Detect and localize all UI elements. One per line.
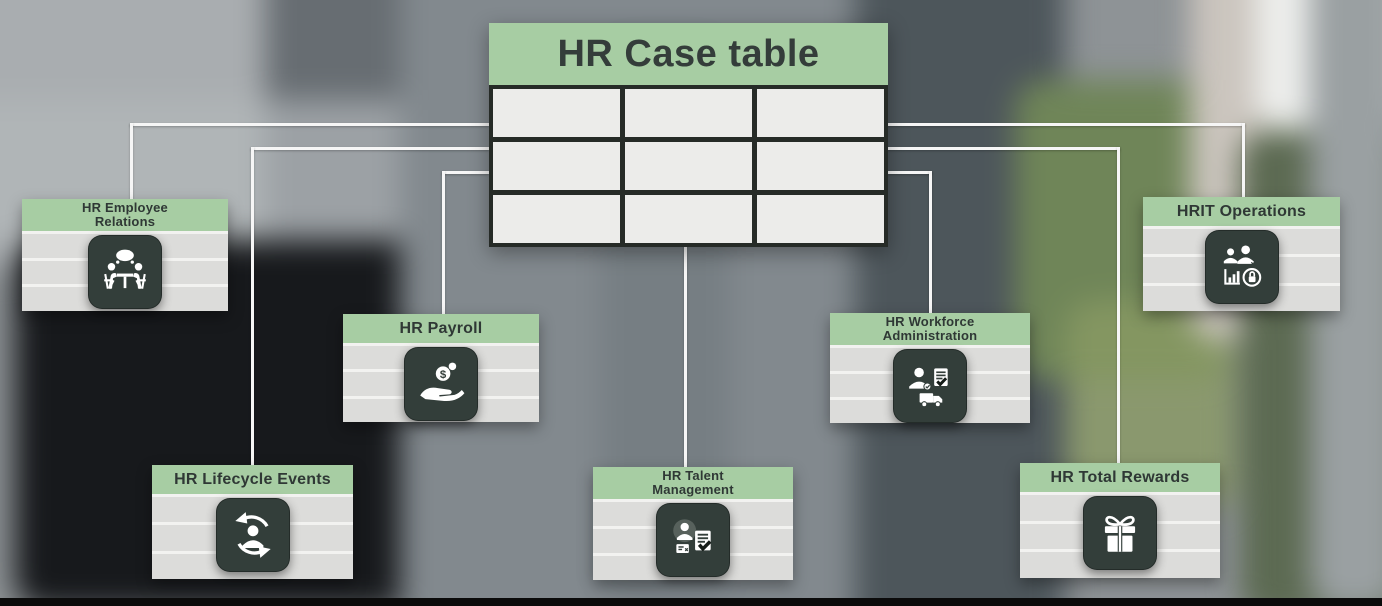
module-label: HR Talent Management	[652, 467, 734, 497]
connector-employee-relations	[130, 123, 489, 126]
module-header: HR Workforce Administration	[830, 313, 1030, 345]
module-hr-workforce-administration: HR Workforce Administration	[830, 313, 1030, 423]
workforce-person-doc-truck-icon	[893, 349, 967, 423]
case-table-cell	[757, 195, 884, 243]
employee-relations-icon	[88, 235, 162, 309]
module-label: HR Payroll	[399, 319, 483, 337]
module-header: HRIT Operations	[1143, 197, 1340, 226]
connector-talent-management	[684, 238, 687, 467]
gift-icon	[1083, 496, 1157, 570]
module-header: HR Lifecycle Events	[152, 465, 353, 494]
case-table-cell	[757, 89, 884, 137]
module-label: HR Lifecycle Events	[174, 470, 331, 488]
case-table-cell	[493, 195, 620, 243]
module-hr-lifecycle-events: HR Lifecycle Events	[152, 465, 353, 579]
case-table-cell	[757, 142, 884, 190]
module-hr-talent-management: HR Talent Management	[593, 467, 793, 580]
connector-workforce-admin	[929, 171, 932, 313]
connector-workforce-admin	[888, 171, 932, 174]
svg-text:$: $	[440, 369, 447, 381]
module-hrit-operations: HRIT Operations	[1143, 197, 1340, 311]
talent-profile-document-icon	[656, 503, 730, 577]
module-header: HR Payroll	[343, 314, 539, 343]
connector-total-rewards	[1117, 147, 1120, 463]
module-hr-employee-relations: HR Employee Relations	[22, 199, 228, 312]
connector-lifecycle-events	[251, 147, 489, 150]
connector-lifecycle-events	[251, 147, 254, 465]
connector-hrit-operations	[1242, 123, 1245, 197]
case-table-cell	[625, 195, 752, 243]
module-label: HR Total Rewards	[1050, 468, 1190, 486]
connector-payroll	[442, 171, 489, 174]
module-label: HRIT Operations	[1176, 202, 1307, 220]
hrit-people-chart-lock-icon	[1204, 230, 1279, 304]
connector-hrit-operations	[888, 123, 1245, 126]
case-table-cell	[493, 89, 620, 137]
module-hr-total-rewards: HR Total Rewards	[1020, 463, 1220, 579]
module-header: HR Total Rewards	[1020, 463, 1220, 492]
payroll-hand-coin-icon: $	[404, 347, 478, 421]
case-table: HR Case table	[489, 23, 888, 247]
module-header: HR Talent Management	[593, 467, 793, 499]
module-hr-payroll: HR Payroll $	[343, 314, 539, 422]
letterbox-bar	[0, 598, 1382, 606]
module-header: HR Employee Relations	[22, 199, 228, 231]
module-label: HR Workforce Administration	[882, 313, 978, 343]
case-table-cell	[625, 89, 752, 137]
module-label: HR Employee Relations	[81, 199, 168, 229]
lifecycle-person-cycle-icon	[215, 498, 290, 572]
case-table-title: HR Case table	[489, 23, 888, 85]
case-table-cell	[493, 142, 620, 190]
connector-employee-relations	[130, 123, 133, 199]
case-table-grid	[489, 85, 888, 247]
connector-total-rewards	[888, 147, 1120, 150]
connector-payroll	[442, 171, 445, 314]
case-table-cell	[625, 142, 752, 190]
